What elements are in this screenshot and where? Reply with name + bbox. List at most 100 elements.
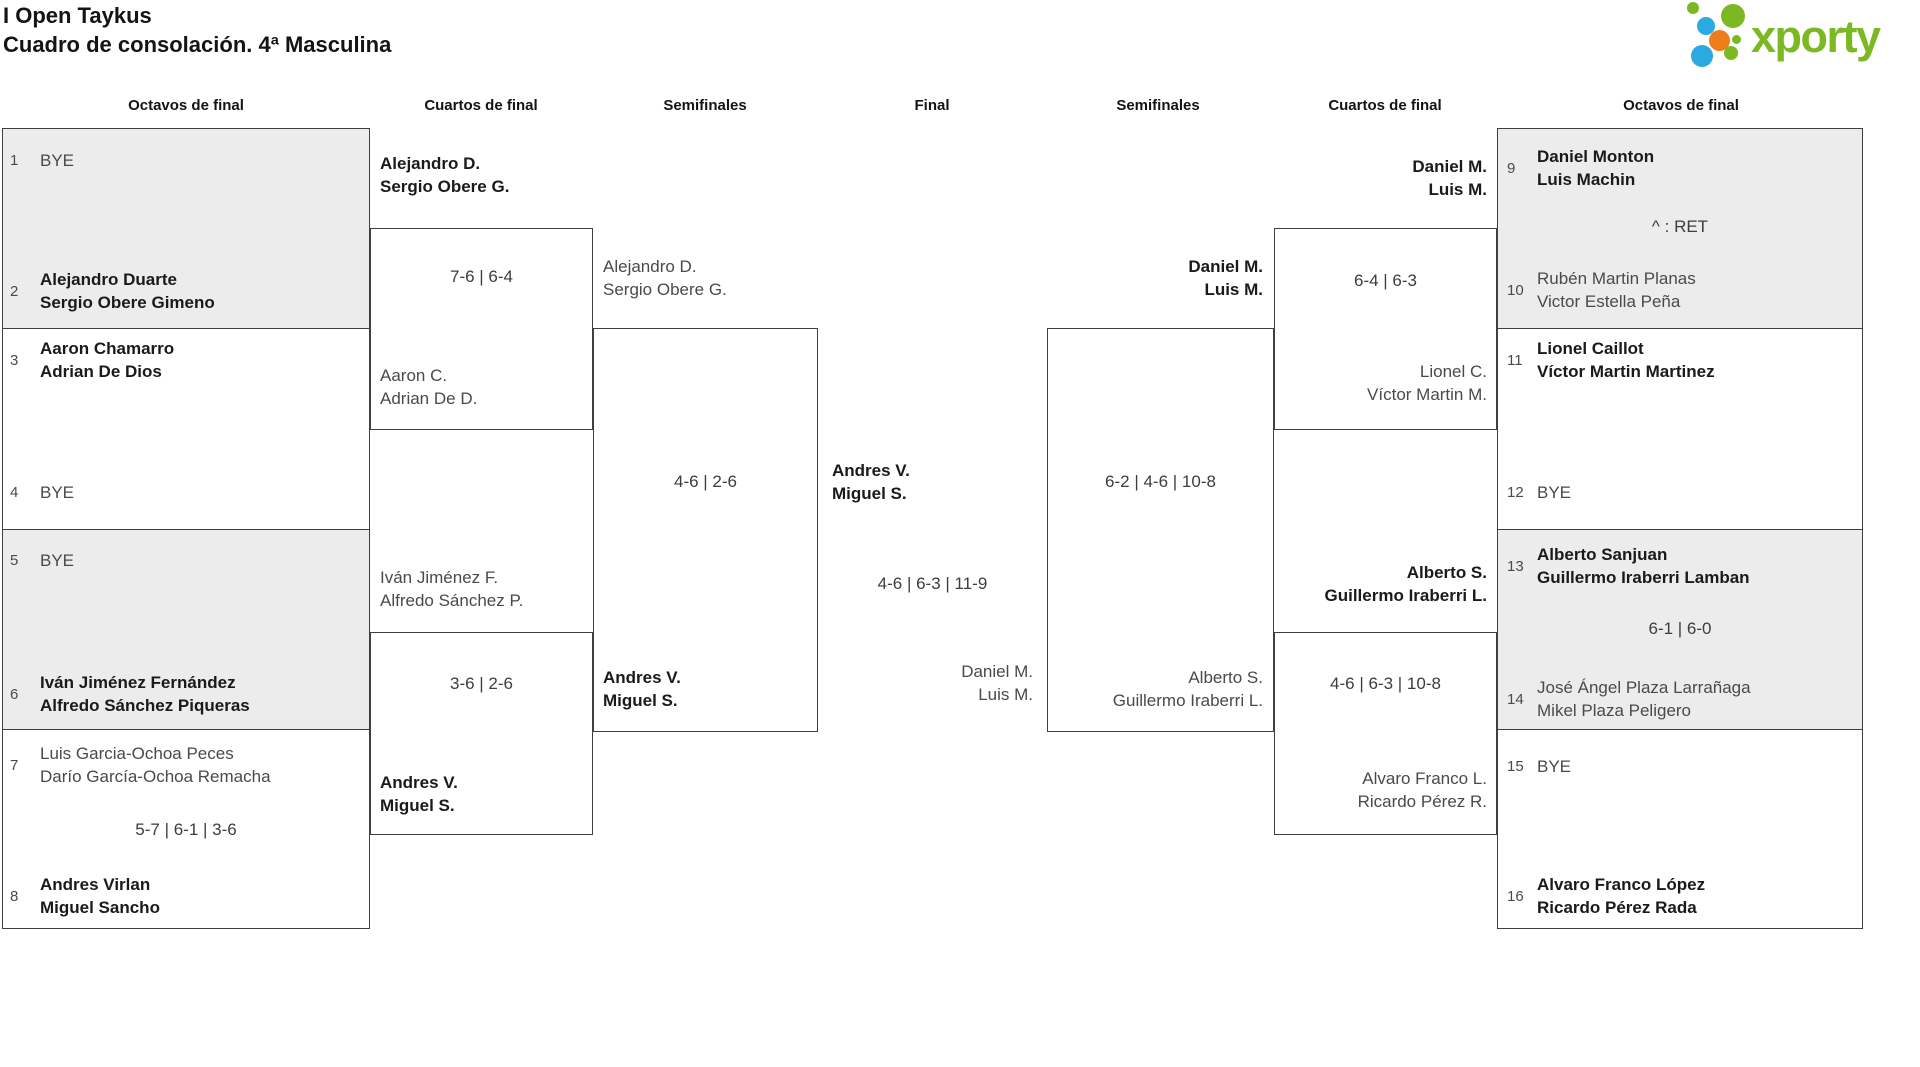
seed-number: 6 xyxy=(10,685,19,703)
team-lqf2-top: Iván Jiménez F. Alfredo Sánchez P. xyxy=(380,568,524,610)
seed-number: 2 xyxy=(10,282,19,300)
team-name: Alejandro Duarte Sergio Obere Gimeno xyxy=(40,270,215,312)
entry-seed-4: 4 BYE xyxy=(10,481,74,504)
entry-seed-16: 16 Alvaro Franco López Ricardo Pérez Rad… xyxy=(1507,873,1705,919)
logo-dot-green-1 xyxy=(1687,2,1699,14)
team-name: Luis Garcia-Ochoa Peces Darío García-Och… xyxy=(40,744,271,786)
entry-seed-5: 5 BYE xyxy=(10,549,74,572)
team-final-runnerup: Daniel M. Luis M. xyxy=(961,662,1033,704)
match-box-l16-4 xyxy=(2,729,370,929)
team-lsf-top: Alejandro D. Sergio Obere G. xyxy=(603,257,727,299)
team-rqf2-top: Alberto S. Guillermo Iraberri L. xyxy=(1324,563,1488,605)
team-name: Alberto Sanjuan Guillermo Iraberri Lamba… xyxy=(1537,545,1750,587)
seed-number: 1 xyxy=(10,152,19,169)
match-box-r16-1 xyxy=(1497,128,1863,329)
logo-dot-blue-2 xyxy=(1691,45,1713,67)
entry-seed-14: 14 José Ángel Plaza Larrañaga Mikel Plaz… xyxy=(1507,676,1751,722)
team-name: BYE xyxy=(40,551,75,570)
match-box-r16-4 xyxy=(1497,729,1863,929)
round-header-rsf: Semifinales xyxy=(1116,97,1200,114)
score-rqf-2: 4-6 | 6-3 | 10-8 xyxy=(1330,674,1441,693)
team-name: Aaron Chamarro Adrian De Dios xyxy=(40,339,175,381)
entry-seed-6: 6 Iván Jiménez Fernández Alfredo Sánchez… xyxy=(10,671,250,717)
match-box-l16-1 xyxy=(2,128,370,329)
match-box-rsf xyxy=(1047,328,1274,732)
round-header-r16: Octavos de final xyxy=(1623,97,1739,114)
seed-number: 12 xyxy=(1507,484,1524,501)
entry-seed-3: 3 Aaron Chamarro Adrian De Dios xyxy=(10,337,174,383)
score-lqf-2: 3-6 | 2-6 xyxy=(449,674,513,693)
score-lsf: 4-6 | 2-6 xyxy=(673,472,737,491)
entry-seed-8: 8 Andres Virlan Miguel Sancho xyxy=(10,873,160,919)
match-box-lsf xyxy=(593,328,818,732)
match-box-lqf-2 xyxy=(370,632,593,835)
match-box-r16-2 xyxy=(1497,328,1863,530)
match-box-l16-3 xyxy=(2,529,370,730)
seed-number: 7 xyxy=(10,756,19,774)
entry-seed-15: 15 BYE xyxy=(1507,755,1571,778)
entry-seed-12: 12 BYE xyxy=(1507,481,1571,504)
team-name: BYE xyxy=(40,151,75,170)
score-r16-m1: ^ : RET xyxy=(1651,217,1709,236)
score-final: 4-6 | 6-3 | 11-9 xyxy=(877,574,988,593)
score-rqf-1: 6-4 | 6-3 xyxy=(1353,271,1417,290)
seed-number: 11 xyxy=(1507,351,1523,369)
entry-seed-7: 7 Luis Garcia-Ochoa Peces Darío García-O… xyxy=(10,742,271,788)
score-l16-m4: 5-7 | 6-1 | 3-6 xyxy=(135,820,237,839)
team-name: Lionel Caillot Víctor Martin Martinez xyxy=(1537,339,1715,381)
entry-seed-10: 10 Rubén Martin Planas Victor Estella Pe… xyxy=(1507,267,1696,313)
team-name: Iván Jiménez Fernández Alfredo Sánchez P… xyxy=(40,673,250,715)
entry-seed-9: 9 Daniel Monton Luis Machin xyxy=(1507,145,1654,191)
team-name: BYE xyxy=(40,483,75,502)
team-name: Alvaro Franco López Ricardo Pérez Rada xyxy=(1537,875,1706,917)
logo-dot-green-4 xyxy=(1724,46,1738,60)
round-header-final: Final xyxy=(914,97,950,114)
seed-number: 14 xyxy=(1507,690,1524,708)
team-name: BYE xyxy=(1537,757,1572,776)
seed-number: 4 xyxy=(10,484,19,501)
team-lqf2-bottom: Andres V. Miguel S. xyxy=(380,773,458,815)
round-header-rqf: Cuartos de final xyxy=(1328,97,1442,114)
logo-dot-green-2 xyxy=(1721,4,1745,28)
match-box-r16-3 xyxy=(1497,529,1863,730)
seed-number: 8 xyxy=(10,887,19,905)
team-lqf1-top: Alejandro D. Sergio Obere G. xyxy=(380,154,510,196)
team-name: Andres Virlan Miguel Sancho xyxy=(40,875,160,917)
round-header-lsf: Semifinales xyxy=(663,97,747,114)
score-rsf: 6-2 | 4-6 | 10-8 xyxy=(1105,472,1216,491)
team-name: Daniel Monton Luis Machin xyxy=(1537,147,1655,189)
round-header-lqf: Cuartos de final xyxy=(424,97,538,114)
match-box-rqf-2 xyxy=(1274,632,1497,835)
score-r16-m3: 6-1 | 6-0 xyxy=(1648,619,1712,638)
score-lqf-1: 7-6 | 6-4 xyxy=(449,267,513,286)
team-name: BYE xyxy=(1537,483,1572,502)
logo-dot-orange xyxy=(1709,30,1730,51)
team-final-winner: Andres V. Miguel S. xyxy=(832,461,910,503)
team-rqf2-bottom: Alvaro Franco L. Ricardo Pérez R. xyxy=(1357,769,1487,811)
team-name: José Ángel Plaza Larrañaga Mikel Plaza P… xyxy=(1537,678,1751,720)
team-rqf1-bottom: Lionel C. Víctor Martin M. xyxy=(1367,362,1487,404)
tournament-title: I Open Taykus xyxy=(3,3,152,28)
seed-number: 13 xyxy=(1507,557,1524,575)
team-rsf-bottom: Alberto S. Guillermo Iraberri L. xyxy=(1112,668,1263,710)
entry-seed-1: 1 BYE xyxy=(10,149,74,172)
seed-number: 3 xyxy=(10,351,19,369)
team-lqf1-bottom: Aaron C. Adrian De D. xyxy=(380,366,478,408)
entry-seed-2: 2 Alejandro Duarte Sergio Obere Gimeno xyxy=(10,268,215,314)
seed-number: 5 xyxy=(10,552,19,569)
entry-seed-13: 13 Alberto Sanjuan Guillermo Iraberri La… xyxy=(1507,543,1750,589)
team-rsf-top: Daniel M. Luis M. xyxy=(1188,257,1263,299)
team-lsf-bottom: Andres V. Miguel S. xyxy=(603,668,681,710)
seed-number: 15 xyxy=(1507,758,1524,775)
logo-dot-blue-1 xyxy=(1697,17,1715,35)
bracket-subtitle: Cuadro de consolación. 4ª Masculina xyxy=(3,32,392,57)
match-box-rqf-1 xyxy=(1274,228,1497,430)
team-name: Rubén Martin Planas Victor Estella Peña xyxy=(1537,269,1696,311)
match-box-lqf-1 xyxy=(370,228,593,430)
seed-number: 16 xyxy=(1507,887,1524,905)
logo-wordmark: xporty xyxy=(1751,11,1881,62)
round-header-l16: Octavos de final xyxy=(128,97,244,114)
team-rqf1-top: Daniel M. Luis M. xyxy=(1412,157,1487,199)
seed-number: 9 xyxy=(1507,159,1516,177)
